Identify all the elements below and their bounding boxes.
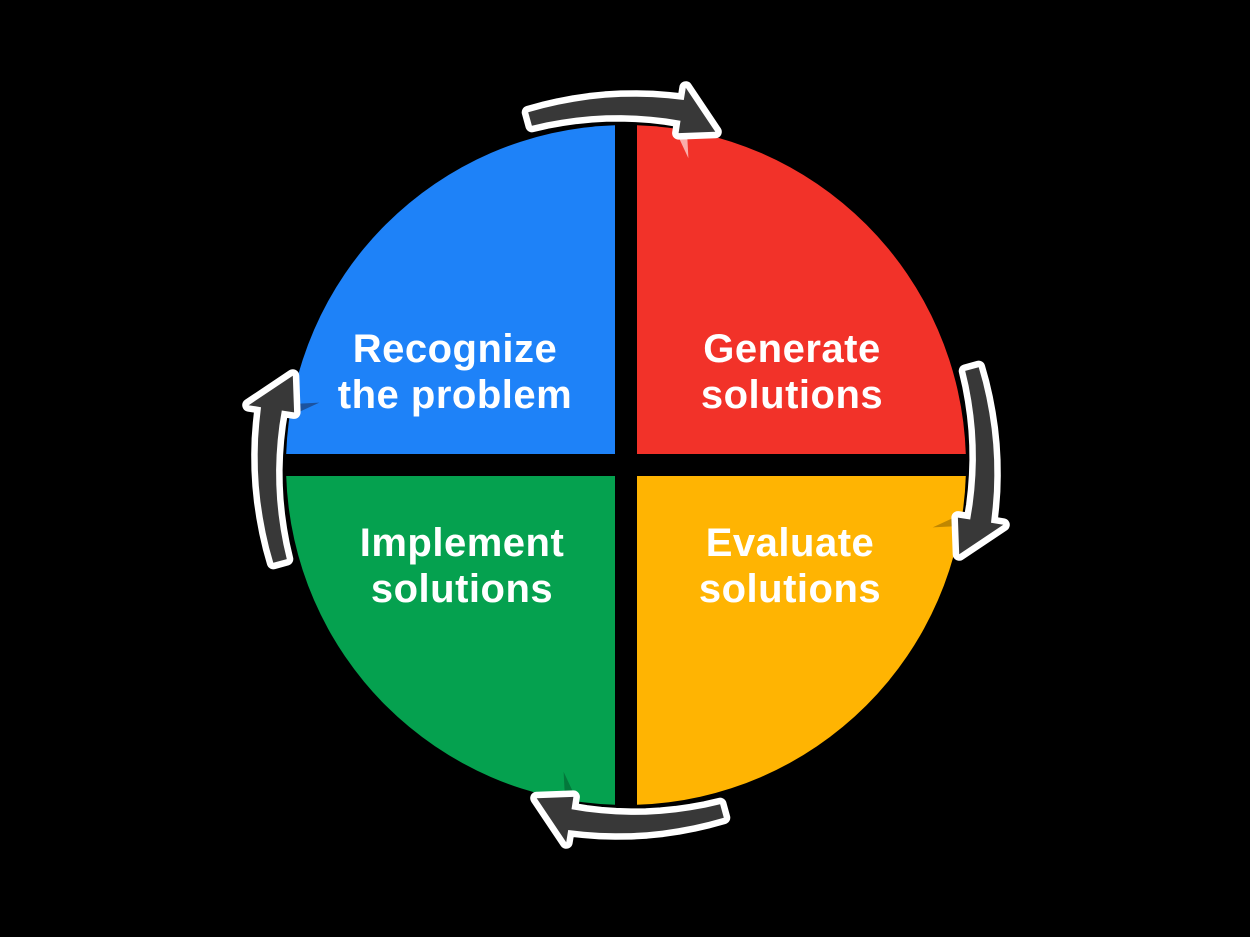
label-evaluate-line2: solutions bbox=[699, 567, 881, 611]
quadrant-implement-solutions bbox=[286, 476, 615, 805]
quadrant-evaluate-solutions bbox=[637, 476, 966, 805]
quadrant-recognize-the-problem bbox=[286, 125, 615, 454]
label-generate-line2: solutions bbox=[701, 373, 883, 417]
cycle-arrow-top bbox=[521, 81, 722, 140]
label-evaluate-line1: Evaluate bbox=[706, 521, 875, 565]
cycle-arrow-right bbox=[951, 360, 1010, 561]
cycle-arrow-bottom bbox=[530, 790, 731, 849]
cycle-arrow-left bbox=[242, 369, 301, 570]
label-implement-line1: Implement bbox=[360, 521, 565, 565]
quadrant-labels: Recognize the problem Generate solutions… bbox=[338, 327, 883, 611]
label-generate-line1: Generate bbox=[703, 327, 880, 371]
label-recognize-line1: Recognize bbox=[353, 327, 558, 371]
label-recognize-line2: the problem bbox=[338, 373, 572, 417]
cycle-arrows bbox=[242, 81, 1010, 849]
label-implement-line2: solutions bbox=[371, 567, 553, 611]
quadrant-generate-solutions bbox=[637, 125, 966, 454]
